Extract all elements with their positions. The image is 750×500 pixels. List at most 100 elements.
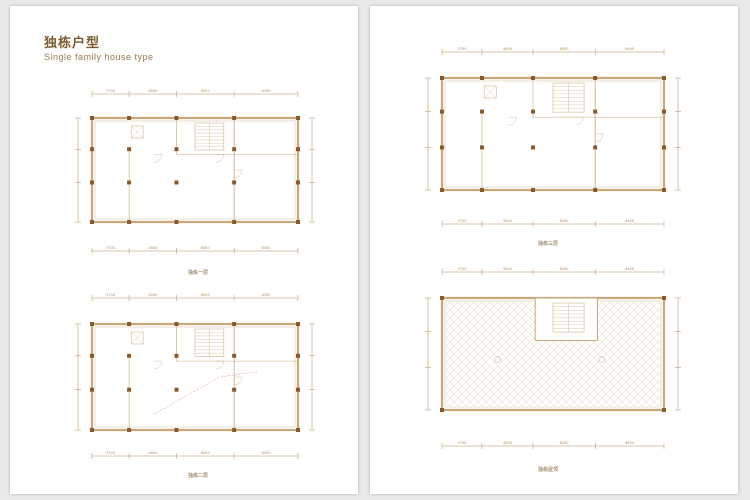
structural-column [127,147,132,152]
structural-column [90,116,94,120]
dimension-label: 4800 [503,441,512,445]
structural-column [296,116,300,120]
structural-column [593,109,598,114]
structural-column [531,76,536,80]
structural-column [232,147,237,152]
structural-column [90,180,94,185]
inner-wall-line [94,120,296,220]
structural-column [479,145,484,150]
structural-column [232,116,237,120]
dimension-label: 8450 [560,441,569,445]
dimension-label: 8450 [560,267,569,271]
dimension-label: 4800 [148,293,157,297]
structural-column [90,428,94,432]
dimension-label: 4800 [503,47,512,51]
dimension-label: 3700 [458,47,467,51]
dimension-label: 6450 [262,293,271,297]
structural-column [296,387,300,392]
structural-column [296,428,300,432]
dimension-label: 6450 [625,47,634,51]
structural-column [440,145,444,150]
structural-column [662,76,666,80]
structural-column [440,408,444,412]
page-title: 独栋户型 [44,36,101,51]
floor-plan-roof-caption: 独栋屋顶 [537,467,558,473]
structural-column [296,180,300,185]
dimension-label: 3700 [458,441,467,445]
dimension-label: 6450 [625,441,634,445]
structural-column [232,387,237,392]
dimension-label: 4800 [148,246,157,250]
dimension-label: 6450 [625,219,634,223]
structural-column [662,145,666,150]
door-swing [508,117,517,126]
structural-column [440,109,444,114]
structural-column [174,180,179,185]
elevator-cross [131,125,144,139]
dimension-label: 6450 [625,267,634,271]
roof-drain [598,356,606,363]
structural-column [479,109,484,114]
void-outline [153,371,257,415]
structural-column [90,220,94,224]
structural-column [174,220,179,224]
dimension-label: 3700 [106,293,115,297]
inner-wall-line [94,326,296,428]
structural-column [593,76,598,80]
structural-column [593,145,598,150]
outer-wall [90,116,300,224]
dimension-label: 8450 [201,246,210,250]
structural-column [531,188,536,192]
roof-drain [494,356,501,363]
structural-column [174,387,179,392]
structural-column [90,147,94,152]
structural-column [90,353,94,358]
dimension-label: 8450 [201,89,210,93]
floor-plan-1-caption: 独栋一层 [187,270,208,276]
structural-column [662,188,666,192]
structural-column [127,180,132,185]
dimension-label: 8450 [560,47,569,51]
dimension-label: 4800 [148,451,157,455]
structural-column [174,428,179,432]
door-swing [215,360,224,370]
structural-column [593,188,598,192]
structural-column [127,116,132,120]
structural-column [296,220,300,224]
structural-column [90,322,94,326]
floor-plan-3-caption: 独栋三层 [537,241,558,247]
structural-column [127,428,132,432]
structural-column [662,109,666,114]
dimension-label: 4800 [503,219,512,223]
dimension-label: 6450 [262,246,271,250]
structural-column [479,76,484,80]
dimension-label: 8450 [560,219,569,223]
structural-column [174,147,179,152]
outer-wall [90,322,300,432]
structural-column [296,353,300,358]
floor-plan-2-caption: 独栋二层 [187,473,208,479]
inner-wall-line [444,80,662,188]
door-swing [153,360,163,370]
structural-column [90,387,94,392]
structural-column [440,188,444,192]
structural-column [174,322,179,326]
door-swing [153,154,163,163]
elevator-cross [484,85,497,99]
dimension-label: 8450 [201,293,210,297]
dimension-label: 3700 [106,89,115,93]
dimension-label: 6450 [262,89,271,93]
structural-column [232,180,237,185]
structural-column [662,408,666,412]
door-swing [595,133,604,143]
structural-column [440,76,444,80]
structural-column [174,353,179,358]
door-swing [575,117,584,126]
